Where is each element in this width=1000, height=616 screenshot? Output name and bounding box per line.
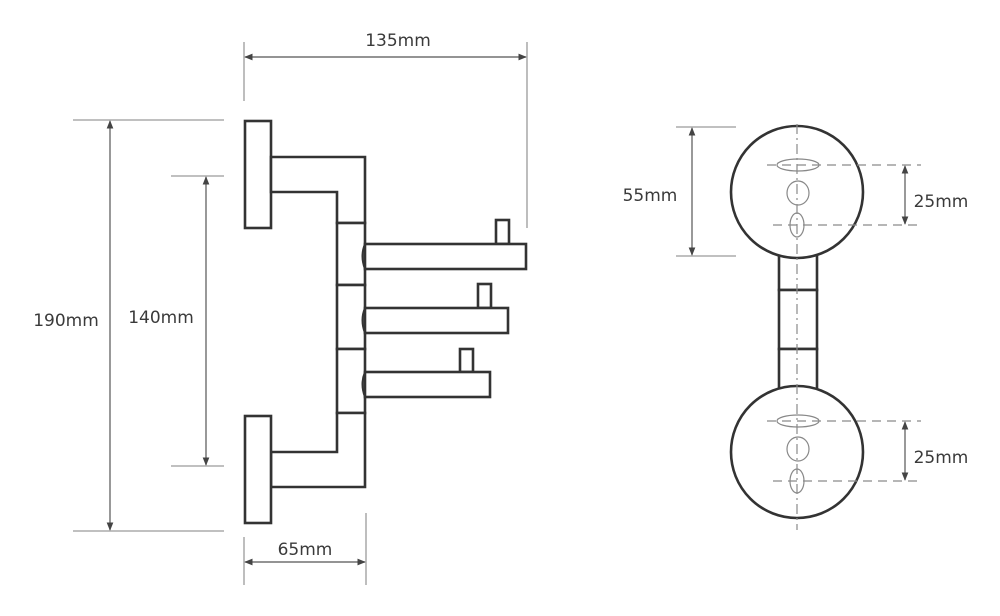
arm-hook-tip <box>494 218 511 246</box>
top-wall-plate <box>243 119 273 230</box>
dimension-depth: 65mm <box>243 513 367 585</box>
column-segment <box>335 347 367 415</box>
top-bracket <box>269 155 367 225</box>
dimension-label-mount-spacing: 140mm <box>128 308 194 328</box>
dimension-mount-spacing: 140mm <box>128 175 224 467</box>
center-hole-icon <box>786 436 810 462</box>
center-hole-icon <box>786 180 810 206</box>
arm-3 <box>361 347 492 399</box>
dimension-plate-diameter: 55mm <box>623 126 736 257</box>
dimension-total-height: 190mm <box>33 119 224 532</box>
arm-1 <box>361 218 528 271</box>
arm-hook-tip <box>458 347 475 374</box>
arm-joint-curve <box>361 307 366 334</box>
dimension-label-top-hole-spacing: 25mm <box>914 192 969 212</box>
dimension-label-total-height: 190mm <box>33 311 99 331</box>
front-column <box>777 248 819 396</box>
pivot-column <box>335 221 367 415</box>
arm-hook-tip <box>476 282 493 310</box>
dimension-label-plate-diameter: 55mm <box>623 186 678 206</box>
column-segment <box>777 288 819 351</box>
dimension-bottom-hole-spacing: 25mm <box>767 420 969 482</box>
bottom-bracket <box>269 411 367 489</box>
dimension-label-total-width: 135mm <box>365 31 431 51</box>
dimension-label-depth: 65mm <box>278 540 333 560</box>
front-view: 55mm 25mm <box>623 124 969 530</box>
arm-bar <box>363 370 492 399</box>
dimension-label-bottom-hole-spacing: 25mm <box>914 448 969 468</box>
bottom-wall-plate <box>243 414 273 525</box>
column-segment <box>335 221 367 287</box>
side-view: 135mm 190mm 140mm 65mm <box>33 31 528 585</box>
arm-joint-curve <box>361 371 366 398</box>
dimension-total-width: 135mm <box>243 31 528 228</box>
column-segment <box>335 283 367 351</box>
dimension-top-hole-spacing: 25mm <box>767 164 969 226</box>
arm-bar <box>363 306 510 335</box>
arm-joint-curve <box>361 243 366 270</box>
arm-bar <box>363 242 528 271</box>
arm-2 <box>361 282 510 335</box>
